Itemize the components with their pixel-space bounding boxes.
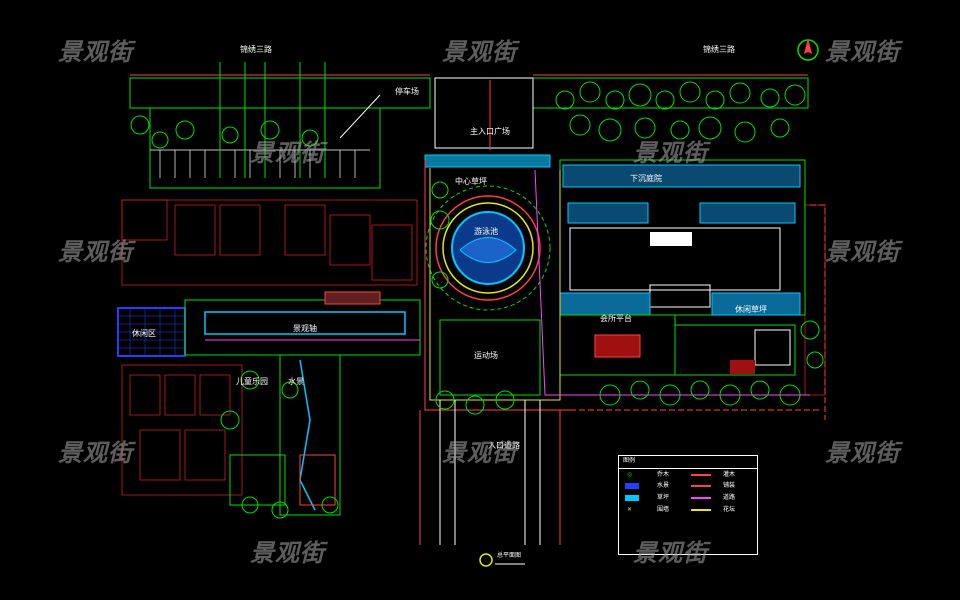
clubhouse-terrace-label: 会所平台 xyxy=(600,314,632,323)
parking-label: 停车场 xyxy=(395,87,419,96)
watermark: 景观街 xyxy=(58,238,133,266)
legend-swatch-icon xyxy=(625,495,639,501)
plan-title-mark xyxy=(479,553,525,567)
legend-box: 图例 ◎ 乔木 灌木 水景 铺装 草坪 道路 ✕ 围墙 花坛 xyxy=(618,455,758,555)
legend-line-icon xyxy=(691,497,711,499)
legend-item-label: 铺装 xyxy=(723,482,736,489)
road-label-north-west: 锦绣三路 xyxy=(240,45,272,54)
legend-title: 图例 xyxy=(623,457,636,464)
tree-canopies xyxy=(130,81,824,519)
sport-court-label: 运动场 xyxy=(474,351,498,360)
south-lawn xyxy=(439,314,796,396)
east-lawn-label: 休闲草坪 xyxy=(735,305,767,314)
legend-item-label: 灌木 xyxy=(723,471,736,478)
legend-symbol-icon: ◎ xyxy=(627,471,633,478)
north-arrow-icon xyxy=(797,38,819,61)
legend-line-icon xyxy=(691,474,711,476)
legend-item-label: 道路 xyxy=(723,494,736,501)
residential-buildings xyxy=(121,199,826,496)
site-boundary xyxy=(419,160,826,545)
kids-play-label: 儿童乐园 xyxy=(236,377,268,386)
legend-row: ✕ 围墙 花坛 xyxy=(619,504,757,516)
central-lawn-label: 中心草坪 xyxy=(455,177,487,186)
view-axis-label: 景观轴 xyxy=(293,324,317,333)
watermark: 景观街 xyxy=(825,38,900,66)
legend-symbol-icon: ✕ xyxy=(627,506,633,513)
legend-row: 草坪 道路 xyxy=(619,492,757,504)
watermark: 景观街 xyxy=(58,38,133,66)
entrance-plaza-label: 主入口广场 xyxy=(470,127,510,136)
watermark: 景观街 xyxy=(633,139,708,167)
entrance-plaza xyxy=(424,77,551,168)
pool-area-label: 游泳池 xyxy=(474,227,498,236)
watermark: 景观街 xyxy=(825,439,900,467)
water-feature-label: 水景 xyxy=(288,377,304,386)
legend-item-label: 乔木 xyxy=(657,471,670,478)
watermark: 景观街 xyxy=(58,439,133,467)
legend-line-icon xyxy=(691,509,711,511)
road-label-north-east: 锦绣三路 xyxy=(703,45,735,54)
legend-row: ◎ 乔木 灌木 xyxy=(619,468,757,481)
legend-item-label: 花坛 xyxy=(723,506,736,513)
sunken-garden-label: 下沉庭院 xyxy=(630,174,662,183)
watermark: 景观街 xyxy=(825,238,900,266)
legend-line-icon xyxy=(691,485,711,487)
legend-item-label: 围墙 xyxy=(657,506,670,513)
legend-item-label: 水景 xyxy=(657,482,670,489)
legend-item-label: 草坪 xyxy=(657,494,670,501)
central-circular-garden xyxy=(425,185,551,311)
south-walkway xyxy=(229,354,341,516)
watermark: 景观街 xyxy=(250,139,325,167)
clubhouse xyxy=(559,159,806,316)
rest-area-label: 休闲区 xyxy=(132,329,156,338)
entrance-road-label: 入口道路 xyxy=(488,441,520,450)
watermark: 景观街 xyxy=(442,38,517,66)
watermark: 景观街 xyxy=(442,439,517,467)
plan-title-label: 总平面图 xyxy=(497,552,522,559)
parking-lot xyxy=(149,62,381,189)
legend-row: 水景 铺装 xyxy=(619,480,757,492)
watermark: 景观街 xyxy=(633,539,708,567)
watermark: 景观街 xyxy=(250,539,325,567)
legend-swatch-icon xyxy=(625,483,639,489)
